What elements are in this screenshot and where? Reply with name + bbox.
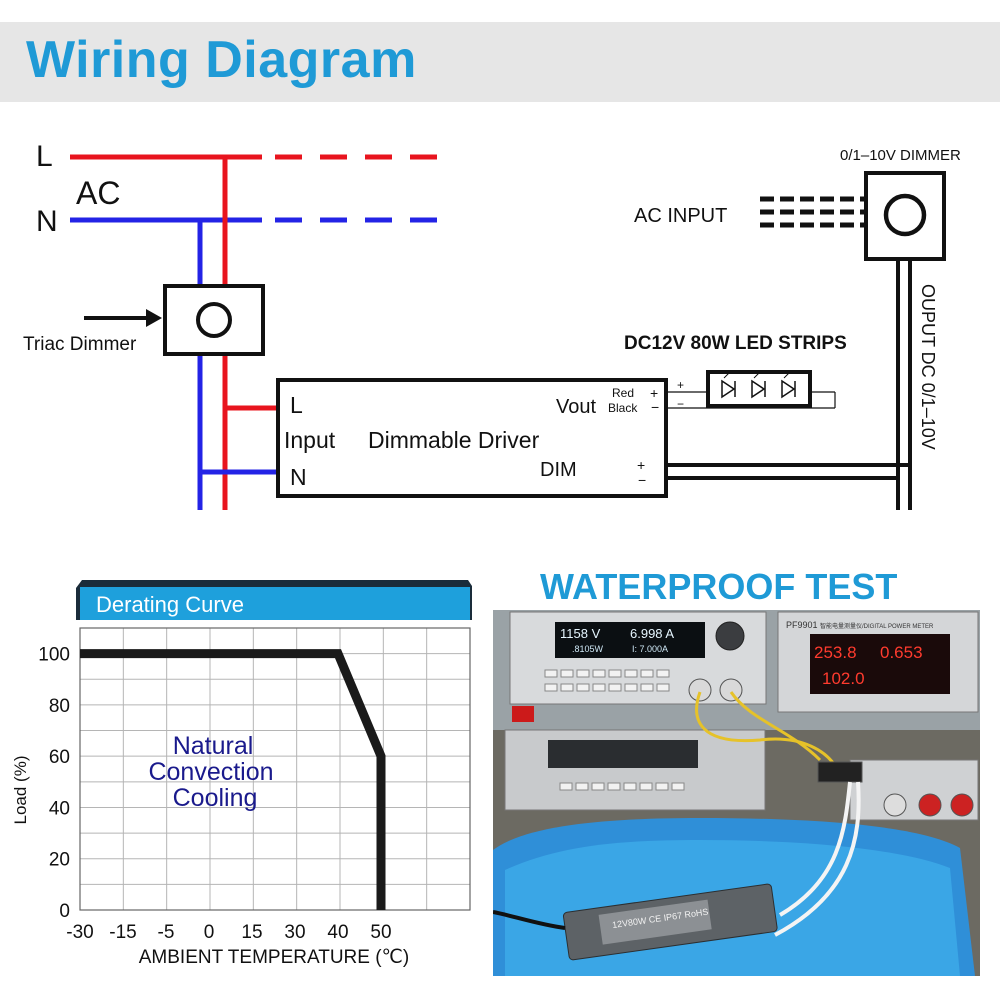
x-tick-label: 15 <box>241 922 262 943</box>
led-diode-icon-3 <box>781 371 796 399</box>
y-tick-label: 0 <box>59 901 70 922</box>
y-axis-label: Load (%) <box>11 756 30 825</box>
y-tick-label: 60 <box>49 747 70 768</box>
page-title: Wiring Diagram <box>26 31 417 89</box>
display-voltage: 1158 V <box>560 626 601 641</box>
output-label: OUPUT DC 0/1–10V <box>918 284 938 450</box>
x-tick-label: 40 <box>327 922 348 943</box>
x-tick-label: 50 <box>370 922 391 943</box>
driver-input-label: Input <box>284 427 336 453</box>
driver-dim-minus: − <box>638 472 646 488</box>
ac-label: AC <box>76 175 120 211</box>
annotation-line-1: Natural <box>173 732 254 760</box>
waterproof-driver <box>562 883 778 961</box>
display-set-current: I: 7.000A <box>632 644 668 654</box>
red-switch <box>512 706 534 722</box>
right-terminal-3 <box>950 793 974 817</box>
meter-current: 0.653 <box>880 643 923 662</box>
derating-title: Derating Curve <box>96 592 244 617</box>
ac-input-label: AC INPUT <box>634 205 727 227</box>
header-band <box>0 22 1000 102</box>
meter-voltage: 253.8 <box>814 643 857 662</box>
x-tick-label: 30 <box>284 922 305 943</box>
wiring-diagram: L N AC Triac Dimmer L Input Dimmable Dri… <box>23 140 961 510</box>
driver-n-label: N <box>290 464 307 490</box>
led-plus-mark: + <box>677 378 684 392</box>
driver-black-label: Black <box>608 401 638 415</box>
plot-frame <box>79 627 471 911</box>
driver-l-label: L <box>290 392 303 418</box>
meter-power: 102.0 <box>822 669 865 688</box>
line-n-label: N <box>36 205 58 238</box>
keypad-top <box>544 669 670 692</box>
yellow-wire-1 <box>695 691 842 776</box>
triac-dimmer-knob-icon <box>196 302 232 338</box>
terminal-black-top <box>719 678 743 702</box>
derating-banner <box>80 587 470 620</box>
annotation-line-2: Convection <box>148 758 273 786</box>
triac-dimmer-label: Triac Dimmer <box>23 334 137 355</box>
load-knob-icon <box>715 621 745 651</box>
white-wire-1 <box>778 781 852 917</box>
driver-red-label: Red <box>612 386 634 400</box>
y-tick-label: 100 <box>38 645 70 666</box>
y-tick-label: 80 <box>49 696 70 717</box>
chart-grid <box>79 627 470 911</box>
triac-dimmer-box <box>163 284 265 356</box>
right-terminal-1 <box>883 793 907 817</box>
y-tick-labels: 0 20 40 60 80 100 <box>38 645 70 922</box>
waterproof-title: WATERPROOF TEST <box>540 566 898 607</box>
driver-dim-label: DIM <box>540 459 577 481</box>
x-tick-label: 0 <box>204 922 215 943</box>
x-tick-label: -5 <box>158 922 175 943</box>
led-diode-icon-1 <box>721 371 736 399</box>
driver-vout-label: Vout <box>556 396 596 418</box>
dc-load-bottom-display <box>548 740 698 768</box>
x-tick-labels: -30 -15 -5 0 15 30 40 50 <box>66 922 391 943</box>
meter-brand: PF9901 <box>786 620 818 630</box>
meter-display <box>810 634 950 694</box>
keypad-bottom <box>559 782 685 791</box>
terminal-red-top <box>688 678 712 702</box>
white-wire-2 <box>774 781 861 937</box>
right-terminal-2 <box>918 793 942 817</box>
waterproof-test-photo: 1158 V 6.998 A .8105W I: 7.000A PF9901 智… <box>493 610 980 976</box>
dimmer-box <box>864 171 946 261</box>
x-tick-label: -15 <box>109 922 136 943</box>
y-tick-label: 40 <box>49 798 70 819</box>
connector-block <box>817 761 863 783</box>
dimmer-knob-icon <box>883 193 927 237</box>
driver-vout-minus: − <box>651 399 659 415</box>
line-l-label: L <box>36 140 53 173</box>
x-tick-label: -30 <box>66 922 93 943</box>
led-diode-icon-2 <box>751 371 766 399</box>
dimmer-label: 0/1–10V DIMMER <box>840 147 961 164</box>
driver-name: Dimmable Driver <box>368 427 540 453</box>
driver-dim-plus: + <box>637 457 645 473</box>
annotation-line-3: Cooling <box>173 784 258 812</box>
x-axis-label: AMBIENT TEMPERATURE (℃) <box>139 947 409 968</box>
led-strips-label: DC12V 80W LED STRIPS <box>624 333 847 354</box>
display-power: .8105W <box>572 644 604 654</box>
yellow-wire-2 <box>729 691 822 762</box>
derating-curve-line <box>80 649 386 910</box>
display-current: 6.998 A <box>630 626 674 641</box>
driver-cable <box>493 910 566 930</box>
dimmable-driver-box <box>276 378 668 498</box>
y-tick-label: 20 <box>49 850 70 871</box>
derating-curve-chart: Derating Curve 0 20 40 60 80 100 -30 -15 -5 0 15 3… <box>11 580 472 968</box>
dc-load-top-display <box>555 622 705 658</box>
driver-vout-plus: + <box>650 385 658 401</box>
led-minus-mark: − <box>677 397 684 411</box>
triac-arrow-icon <box>146 309 162 327</box>
meter-title: 智能电量测量仪/DIGITAL POWER METER <box>820 622 934 630</box>
